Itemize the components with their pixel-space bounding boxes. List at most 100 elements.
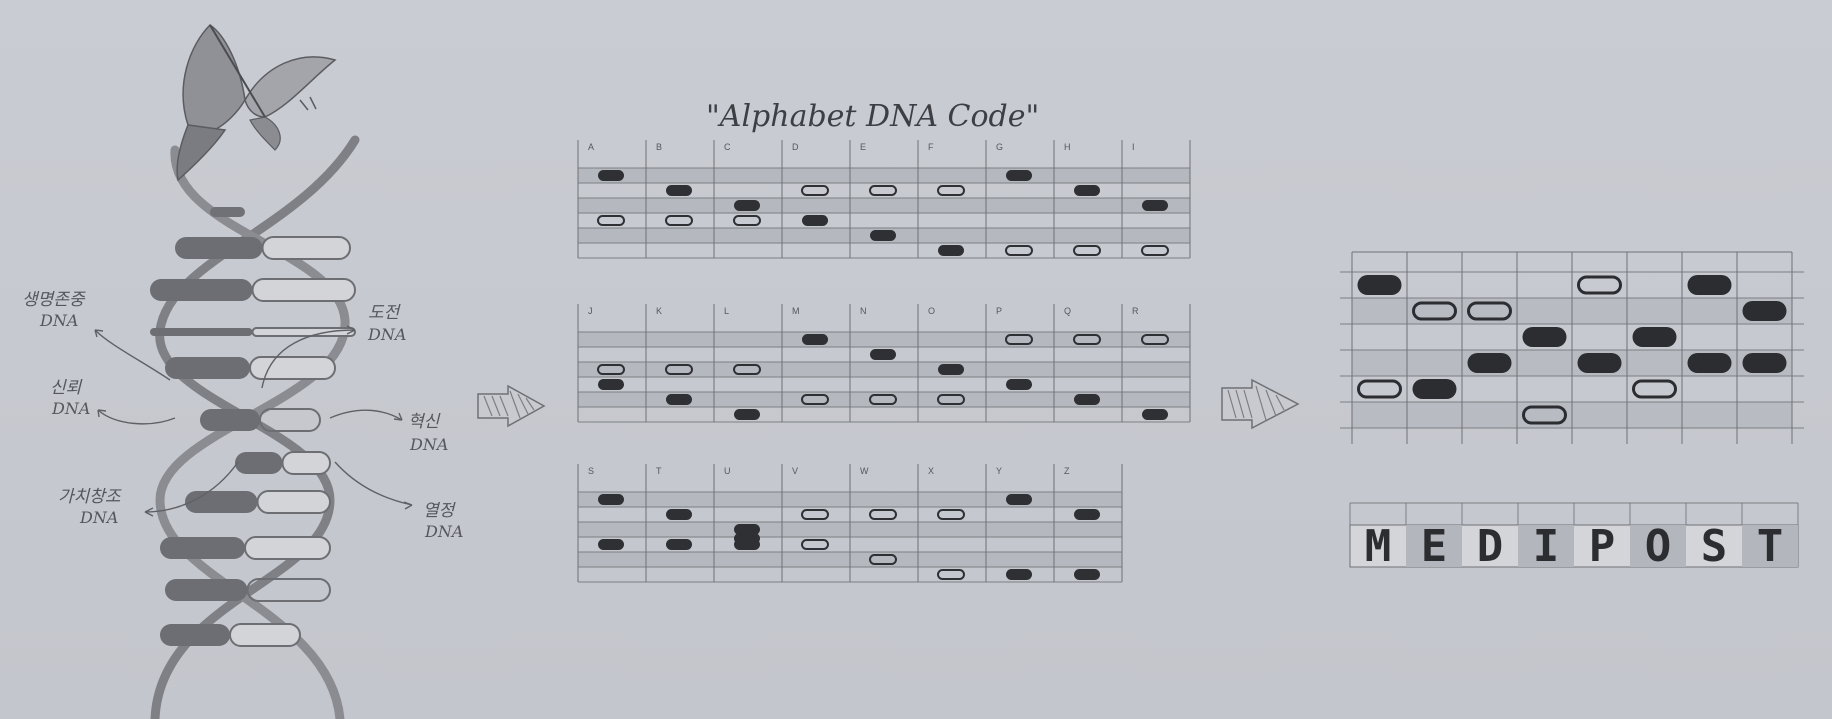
gel-band-open [1357,379,1402,399]
dna-helix [150,135,360,719]
dna-band-open [801,539,829,550]
grid-band [578,168,1190,183]
grid-letter-i: I [1132,142,1135,152]
gel-band-filled [1742,353,1787,373]
grid-letter-l: L [724,306,729,316]
brand-letter-d: D [1477,521,1504,572]
dna-label-2-line1: 도전 [368,303,402,323]
helix-rung [160,537,245,559]
helix-rung [281,451,331,475]
dna-band-open [1073,334,1101,345]
helix-rung [160,624,230,646]
grid-letter-e: E [860,142,866,152]
dna-band-filled [1142,200,1168,211]
brand-cell-shade [1406,525,1462,567]
dna-band-filled [666,539,692,550]
grid-letter-d: D [792,142,799,152]
dna-band-open [869,394,897,405]
helix-rung [210,207,245,217]
dna-band-open [1141,334,1169,345]
dna-band-filled [870,349,896,360]
dna-band-filled [666,509,692,520]
grid-letter-p: P [996,306,1002,316]
dna-label-3-line2: DNA [51,399,90,418]
dna-label-3: 신뢰 DNA [50,378,176,425]
dna-band-open [801,185,829,196]
dna-label-1-line2: DNA [39,311,78,330]
dna-band-filled [1074,185,1100,196]
grid-letter-z: Z [1064,466,1070,476]
brand-letter-s: S [1701,521,1728,572]
gel-band-open [1522,405,1567,425]
gel-band-filled [1467,353,1512,373]
grid-letter-y: Y [996,466,1002,476]
dna-band-filled [1142,409,1168,420]
grid-letter-v: V [792,466,798,476]
helix-rung [150,279,253,301]
dna-band-filled [1006,170,1032,181]
helix-rung [259,408,321,432]
dna-band-open [801,509,829,520]
grid-letter-u: U [724,466,731,476]
helix-rung [235,452,283,474]
helix-rung [251,278,356,302]
dna-label-5: 가치창조 DNA [58,461,239,527]
dna-band-open [665,215,693,226]
grid-letter-t: T [656,466,662,476]
butterfly-icon [176,24,337,182]
grid-letter-b: B [656,142,662,152]
gel-band-filled [1687,275,1732,295]
dna-label-5-line1: 가치창조 [58,487,122,507]
brand-letter-t: T [1757,521,1784,572]
dna-band-open [937,394,965,405]
helix-rung [185,491,258,513]
brand-cell-shade [1630,525,1686,567]
grid-letter-x: X [928,466,934,476]
dna-band-open [937,569,965,580]
dna-band-filled [938,364,964,375]
dna-band-filled [734,409,760,420]
dna-band-open [733,215,761,226]
dna-band-filled [1074,509,1100,520]
dna-band-open [597,364,625,375]
brand-letter-o: O [1645,521,1672,572]
grid-letter-g: G [996,142,1003,152]
dna-band-open [597,215,625,226]
dna-label-2: 도전 DNA [261,303,406,389]
dna-band-filled [734,533,760,544]
grid-letter-q: Q [1064,306,1071,316]
dna-band-open [733,364,761,375]
dna-band-open [1073,245,1101,256]
dna-band-open [869,185,897,196]
dna-band-filled [1074,569,1100,580]
grid-band [578,392,1190,407]
grid-letter-m: M [792,306,800,316]
brand-letter-e: E [1421,521,1448,572]
dna-label-6-line1: 열정 [423,501,457,521]
dna-band-open [937,185,965,196]
grid-letter-s: S [588,466,594,476]
gel-band-filled [1687,353,1732,373]
brand-letter-m: M [1365,521,1392,572]
dna-band-filled [1006,379,1032,390]
dna-band-filled [1006,494,1032,505]
grid-letter-k: K [656,306,662,316]
arrow-right-icon [477,384,546,428]
dna-band-filled [666,185,692,196]
gel-band-filled [1357,275,1402,295]
dna-band-filled [802,215,828,226]
dna-band-filled [734,200,760,211]
dna-label-6-line2: DNA [424,522,463,541]
helix-rung [165,357,250,379]
grid-letter-a: A [588,142,594,152]
grid-letter-o: O [928,306,935,316]
helix-rung [249,356,336,380]
dna-label-2-line2: DNA [367,325,406,344]
dna-band-filled [1074,394,1100,405]
dna-label-3-line1: 신뢰 [50,378,83,398]
gel-band-open [1467,301,1512,321]
dna-label-4-line1: 혁신 [408,412,441,432]
dna-band-filled [802,334,828,345]
